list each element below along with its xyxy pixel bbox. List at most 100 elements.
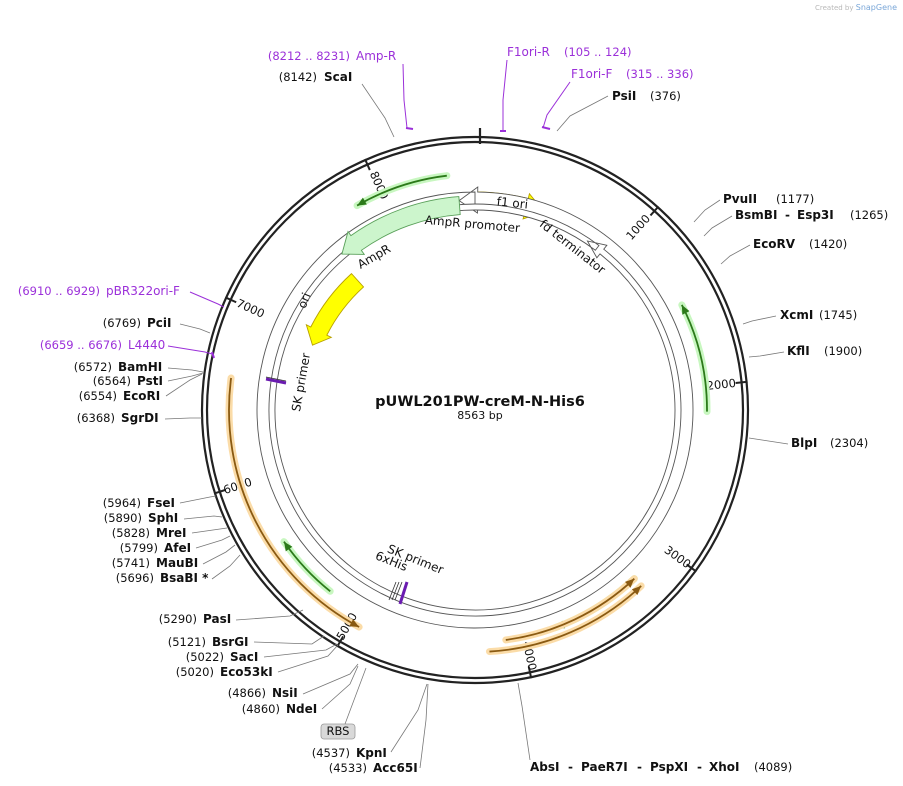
site-name: PvuII: [723, 192, 757, 206]
feature-arrow-ori: [305, 272, 365, 346]
primer-pbr322ori-f: (6910 .. 6929) pBR322ori-F: [18, 284, 225, 308]
rbs-feature-box: RBS: [320, 723, 356, 740]
site-scai: (8142) ScaI: [279, 70, 395, 138]
site-pos: (4533): [329, 761, 367, 775]
primer-pos: (6659 .. 6676): [40, 338, 122, 352]
site-bamhi: (6572) BamHI: [74, 360, 204, 374]
primer-name: Amp-R: [356, 49, 396, 63]
site-blpi: BlpI (2304): [748, 436, 868, 450]
orf-arc: [489, 585, 642, 653]
feature-label-ampr-promoter: AmpR promoter: [424, 213, 520, 235]
feature-arrow-ampr: [341, 196, 461, 255]
site-name: FseI: [147, 496, 175, 510]
tick-mark: [336, 635, 345, 648]
site-name: PsiI: [612, 89, 636, 103]
site-separator: -: [568, 760, 573, 774]
feature-arrows: [256, 186, 694, 629]
site-saci: (5022) SacI: [186, 643, 338, 664]
site-pos: (1745): [819, 308, 857, 322]
site-pos: (5828): [112, 526, 150, 540]
site-pos: (8142): [279, 70, 317, 84]
site-pvuii: PvuII (1177): [693, 192, 814, 223]
tick-mark: [649, 205, 660, 217]
credit-brand: SnapGene: [855, 3, 897, 12]
tick-mark: [364, 158, 371, 171]
sk-primer-top-glyph: [265, 376, 287, 385]
site-name: Eco53kI: [220, 665, 273, 679]
orf-arcs: [225, 172, 711, 656]
site-pos: (6769): [103, 316, 141, 330]
site-name-alt: XhoI: [709, 760, 740, 774]
tick-label: 1000: [623, 212, 653, 243]
site-pos: (5121): [168, 635, 206, 649]
site-ndei: (4860) NdeI: [242, 665, 359, 716]
site-bsrgi: (5121) BsrGI: [168, 635, 325, 649]
site-pos: (4866): [228, 686, 266, 700]
site-name: KflI: [787, 344, 810, 358]
site-name-alt: PspXI: [650, 760, 688, 774]
site-sgrdi: (6368) SgrDI: [77, 411, 202, 425]
tick-mark: [224, 296, 237, 304]
orf-arrowhead: [349, 619, 360, 627]
primer-pos: (315 .. 336): [626, 67, 694, 81]
site-name: MreI: [156, 526, 186, 540]
site-pos: (5890): [104, 511, 142, 525]
site-name: SacI: [230, 650, 258, 664]
site-pos: (2304): [830, 436, 868, 450]
site-maubi: (5741) MauBI: [112, 544, 236, 570]
sk-primer-label-top: SK primer: [289, 352, 313, 413]
tick-label: 2000: [706, 376, 737, 393]
site-kfli: KflI (1900): [748, 344, 862, 358]
site-name: EcoRI: [123, 389, 160, 403]
site-name: BsrGI: [212, 635, 249, 649]
site-pos: (4860): [242, 702, 280, 716]
primer-amp-r: (8212 .. 8231) Amp-R: [268, 49, 414, 130]
site-xhoi-group: AbsI - PaeR7I - PspXI - XhoI (4089): [517, 682, 792, 774]
site-fsei: (5964) FseI: [103, 495, 217, 510]
site-name: ScaI: [324, 70, 352, 84]
site-pos: (5799): [120, 541, 158, 555]
primer-f1ori-r: F1ori-R (105 .. 124): [500, 45, 632, 132]
site-mrei: (5828) MreI: [112, 526, 228, 540]
site-pos: (1900): [824, 344, 862, 358]
backbone-inner-strand: [205, 140, 745, 680]
site-bsmbi-esp3i: BsmBI - Esp3I (1265): [703, 208, 888, 237]
primer-f1ori-f: F1ori-F (315 .. 336): [541, 67, 694, 130]
feature-label-f1-ori: f1 ori: [496, 194, 529, 211]
site-kpni: (4537) KpnI: [312, 683, 428, 760]
site-xcmi: XcmI (1745): [742, 308, 857, 325]
primer-name: pBR322ori-F: [106, 284, 180, 298]
site-name: SgrDI: [121, 411, 159, 425]
orf-arrowhead: [625, 578, 635, 588]
tick-label: 7000: [234, 296, 266, 321]
site-name: XcmI: [780, 308, 813, 322]
primer-l4440: (6659 .. 6676) L4440: [40, 338, 215, 359]
site-pos: (5964): [103, 496, 141, 510]
orf-arrowhead: [681, 304, 690, 315]
site-afei: (5799) AfeI: [120, 535, 231, 555]
site-bsabi: (5696) BsaBI *: [116, 554, 241, 585]
orf-arrowhead: [357, 197, 367, 206]
site-name: KpnI: [356, 746, 387, 760]
plasmid-name: pUWL201PW-creM-N-His6: [375, 394, 585, 410]
snapgene-credit: Created by SnapGene: [815, 3, 897, 12]
site-pos: (5020): [176, 665, 214, 679]
site-name: BamHI: [118, 360, 162, 374]
site-pos: (1265): [850, 208, 888, 222]
site-pos: (1177): [776, 192, 814, 206]
primer-pos: (8212 .. 8231): [268, 49, 350, 63]
site-nsii: (4866) NsiI: [228, 663, 359, 700]
site-name: AbsI: [530, 760, 559, 774]
backbone-outer-strand: [200, 135, 750, 685]
site-pos: (376): [650, 89, 681, 103]
tick-mark: [213, 488, 226, 495]
site-pos: (4537): [312, 746, 350, 760]
site-sphi: (5890) SphI: [104, 511, 223, 525]
site-name-alt: PaeR7I: [581, 760, 628, 774]
orf-arc: [228, 377, 360, 628]
orf-arc: [505, 578, 635, 641]
rbs-leader: [344, 667, 367, 725]
site-name: BlpI: [791, 436, 817, 450]
rbs-label: RBS: [327, 724, 350, 738]
